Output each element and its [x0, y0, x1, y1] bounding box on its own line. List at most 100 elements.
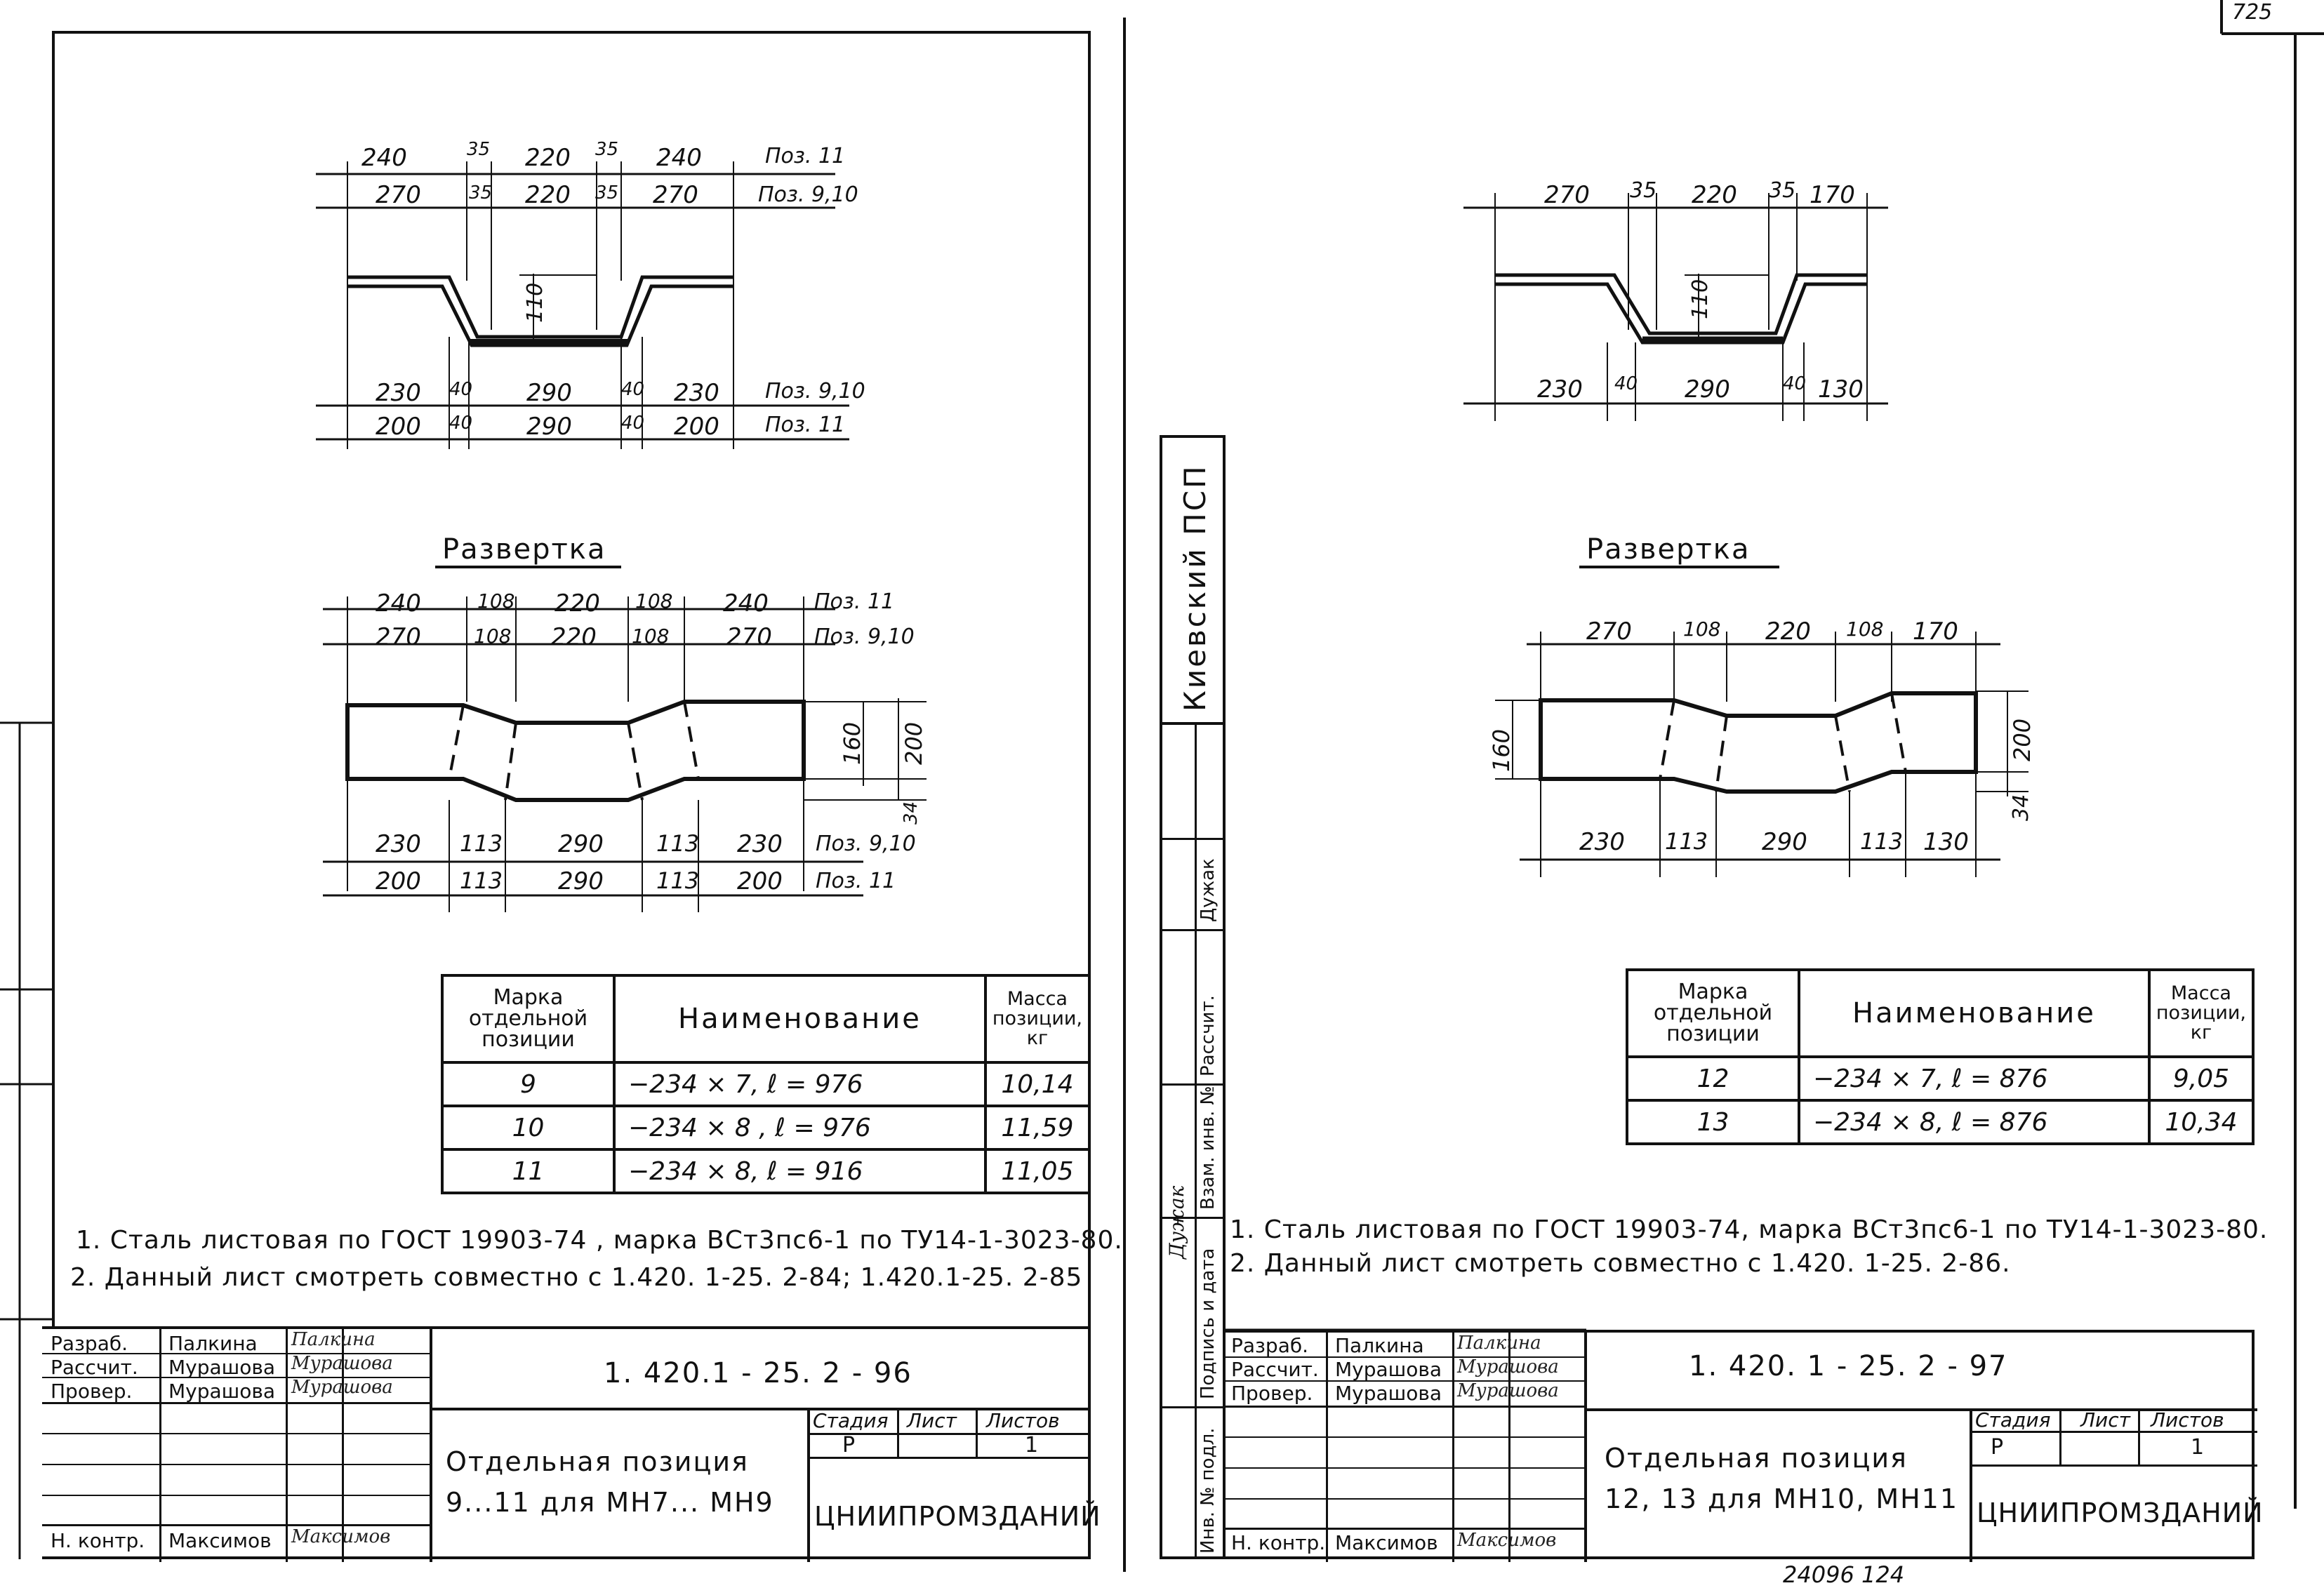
pos-label: Поз. 11	[765, 144, 846, 168]
left-note-1: 1. Сталь листовая по ГОСТ 19903-74 , мар…	[76, 1226, 1123, 1255]
table-cell: 9,05	[2147, 1055, 2255, 1102]
role-label: Рассчит.	[1231, 1358, 1319, 1381]
dim-text: 290	[526, 379, 572, 407]
dim-34: 34	[2009, 794, 2033, 821]
sheet-label: Лист	[2080, 1408, 2130, 1432]
dim-text: 35	[595, 182, 619, 203]
table-cell: 10	[441, 1105, 616, 1151]
dim-text: 108	[1683, 618, 1721, 641]
stage-value: Р	[1991, 1435, 2004, 1460]
dim-text: 220	[525, 181, 571, 209]
table-row: 12 −234 × 7, ℓ = 876 9,05	[1626, 1055, 2255, 1102]
side-label: Инв. № подл.	[1197, 1427, 1219, 1554]
person-name: Мурашова	[168, 1380, 276, 1403]
stage-label: Стадия	[813, 1409, 889, 1432]
right-razvertka-title: Развертка	[1586, 533, 1751, 566]
dim-text: 108	[477, 589, 515, 613]
table-row: 11 −234 × 8, ℓ = 916 11,05	[441, 1148, 1091, 1194]
dim-text: 40	[621, 379, 645, 400]
side-org: Киевский ПСП	[1178, 464, 1212, 712]
role-label: Н. контр.	[1231, 1531, 1326, 1554]
dim-text: 108	[635, 589, 673, 613]
person-name: Мурашова	[1335, 1358, 1442, 1381]
dim-text: 113	[656, 830, 700, 857]
right-title-block: Разраб. Рассчит. Провер. Н. контр. Палки…	[1223, 1330, 2263, 1562]
signature: Палкина	[1457, 1333, 1541, 1354]
dim-text: 220	[1692, 181, 1737, 209]
dim-text: 270	[1586, 618, 1632, 646]
signature: Палкина	[291, 1329, 376, 1350]
table-header: Марка отдельной позиции	[441, 974, 616, 1064]
person-name: Палкина	[168, 1332, 258, 1355]
dim-text: 108	[474, 625, 512, 648]
sheet-title: Отдельная позиция 12, 13 для МН10, МН11	[1605, 1443, 1959, 1514]
role-label: Н. контр.	[51, 1529, 145, 1552]
right-cross-section	[1463, 193, 1888, 421]
dim-text: 290	[1685, 375, 1730, 403]
side-label: Подпись и дата	[1197, 1248, 1219, 1399]
table-cell: 10,34	[2147, 1099, 2255, 1145]
dim-text: 240	[361, 144, 407, 172]
role-label: Провер.	[1231, 1382, 1313, 1405]
signature: Мурашова	[1457, 1356, 1559, 1377]
pos-label: Поз. 9,10	[814, 625, 915, 649]
bottom-number: 24096 124	[1783, 1561, 1905, 1588]
dim-text: 35	[595, 139, 619, 160]
dim-text: 240	[723, 589, 769, 618]
depth-dim: 110	[523, 282, 547, 323]
sheets-label: Листов	[2151, 1408, 2224, 1432]
table-cell: −234 × 8, ℓ = 916	[613, 1148, 987, 1194]
signature: Мурашова	[1457, 1380, 1559, 1401]
dim-text: 113	[656, 867, 700, 894]
dim-text: 220	[1765, 618, 1811, 646]
table-header: Наименование	[1798, 968, 2151, 1058]
depth-dim: 110	[1688, 279, 1713, 319]
table-cell: 11,59	[983, 1105, 1091, 1151]
dim-text: 270	[653, 181, 698, 209]
dim-text: 108	[632, 625, 670, 648]
dim-text: 35	[469, 182, 493, 203]
dim-text: 113	[1665, 828, 1708, 855]
dim-text: 200	[376, 413, 421, 441]
dim-text: 290	[558, 830, 604, 858]
dim-text: 113	[1860, 828, 1904, 855]
signature: Максимов	[291, 1526, 391, 1547]
pos-label: Поз. 9,10	[765, 379, 865, 403]
dim-text: 108	[1846, 618, 1884, 641]
dim-text: 130	[1923, 828, 1969, 856]
person-name: Палкина	[1335, 1334, 1424, 1357]
dim-text: 230	[376, 830, 421, 858]
role-label: Разраб.	[51, 1332, 128, 1355]
dim-text: 270	[1544, 181, 1590, 209]
person-name: Мурашова	[168, 1356, 276, 1379]
left-cross-section	[316, 161, 849, 449]
stage-value: Р	[842, 1433, 856, 1457]
person-name: Мурашова	[1335, 1382, 1442, 1405]
right-note-2: 2. Данный лист смотреть совместно с 1.42…	[1230, 1249, 2011, 1278]
dim-text: 35	[467, 139, 491, 160]
dim-text: 40	[1783, 373, 1807, 394]
org-name: ЦНИИПРОМЗДАНИЙ	[1977, 1497, 2264, 1528]
pos-label: Поз. 11	[816, 869, 896, 893]
signature: Мурашова	[291, 1353, 393, 1374]
dim-text: 220	[525, 144, 571, 172]
left-drawing-sheet	[52, 31, 1091, 1559]
dim-text: 35	[1630, 178, 1657, 203]
dim-160: 160	[839, 721, 865, 765]
table-cell: −234 × 8, ℓ = 876	[1798, 1099, 2151, 1145]
dim-34: 34	[901, 801, 922, 825]
right-note-1: 1. Сталь листовая по ГОСТ 19903-74, марк…	[1230, 1215, 2269, 1244]
stage-label: Стадия	[1975, 1408, 2051, 1432]
right-development	[1495, 632, 2028, 877]
dim-text: 240	[656, 144, 702, 172]
dim-text: 200	[674, 413, 719, 441]
dim-200: 200	[2009, 718, 2036, 761]
signature: Мурашова	[291, 1377, 393, 1398]
dim-text: 170	[1913, 618, 1958, 646]
dim-text: 113	[460, 867, 503, 894]
table-header: Марка отдельной позиции	[1626, 968, 1800, 1058]
table-cell: 13	[1626, 1099, 1800, 1145]
sheets-value: 1	[1025, 1433, 1039, 1457]
left-spec-table: Марка отдельной позиции Наименование Мас…	[441, 974, 1091, 1194]
dim-text: 290	[558, 867, 604, 895]
